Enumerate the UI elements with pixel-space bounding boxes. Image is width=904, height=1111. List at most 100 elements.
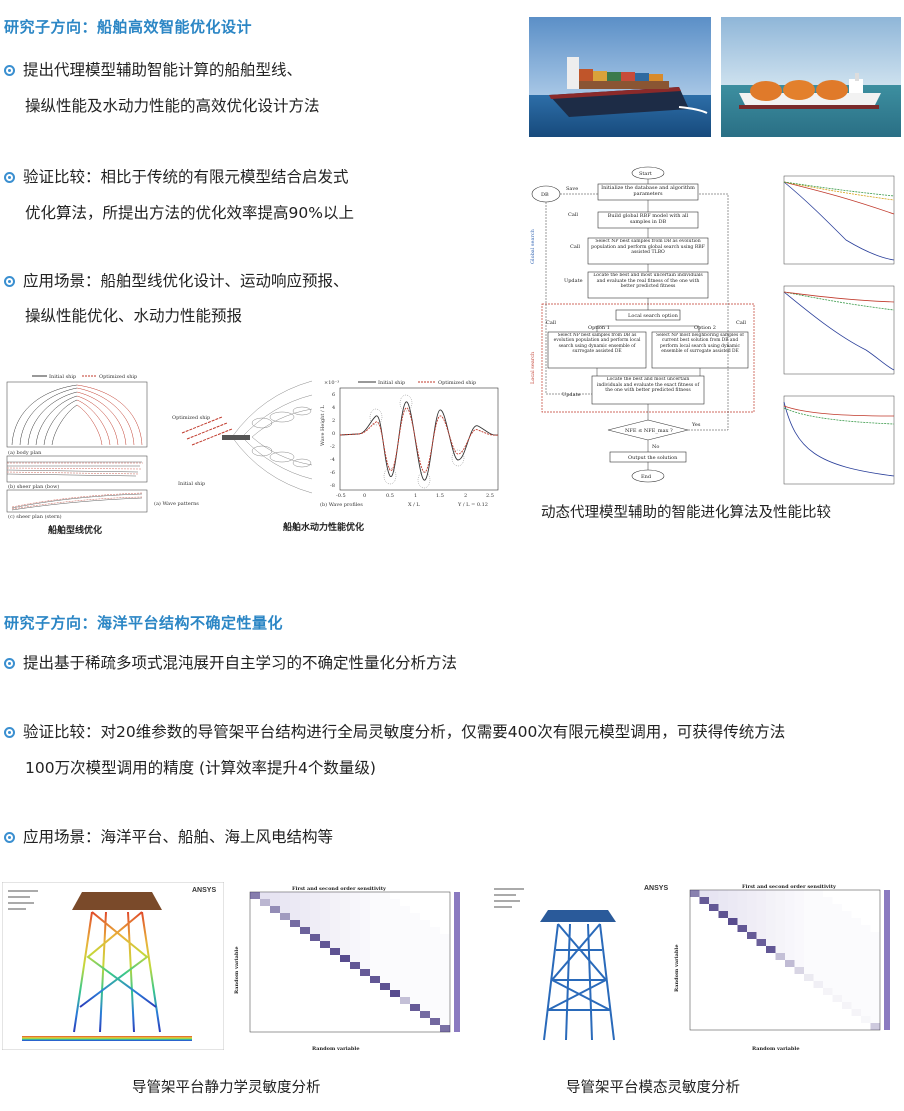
- plot-legend-optimized: Optimized ship: [438, 380, 476, 386]
- matrix-cell-interaction: [360, 955, 370, 962]
- bullet-verify-cont: 优化算法，所提出方法的优化效率提高90%以上: [25, 204, 354, 222]
- matrix-cell-interaction: [870, 974, 880, 981]
- flow-locate2: Locate the best and most uncertain indiv…: [596, 377, 700, 394]
- matrix-cell-interaction: [766, 925, 776, 932]
- matrix-cell-interaction: [430, 1004, 440, 1011]
- matrix-cell-interaction: [300, 906, 310, 913]
- matrix-cell-diagonal: [861, 1016, 871, 1023]
- matrix-cell-interaction: [380, 934, 390, 941]
- matrix-cell-interaction: [410, 927, 420, 934]
- matrix-cell-interaction: [804, 911, 814, 918]
- matrix-cell-interaction: [420, 941, 430, 948]
- matrix-cell-interaction: [832, 960, 842, 967]
- matrix-cell-interaction: [360, 913, 370, 920]
- flow-update-2: Update: [562, 392, 581, 398]
- matrix-cell-interaction: [823, 981, 833, 988]
- matrix-cell-interaction: [747, 904, 757, 911]
- plot-legend-initial: Initial ship: [378, 380, 405, 386]
- matrix-cell-diagonal: [440, 1025, 450, 1032]
- plot-xlabel: X / L: [408, 502, 420, 508]
- matrix-cell-interaction: [300, 892, 310, 899]
- matrix-cell-interaction: [400, 990, 410, 997]
- matrix-cell-diagonal: [728, 918, 738, 925]
- matrix-cell-interaction: [851, 939, 861, 946]
- matrix-cell-diagonal: [350, 962, 360, 969]
- bullet-pce-method: 提出基于稀疏多项式混沌展开自主学习的不确定性量化分析方法: [4, 651, 457, 673]
- matrix-cell-interaction: [320, 906, 330, 913]
- circle-bullet-icon: [4, 658, 15, 669]
- matrix-cell-interaction: [870, 1002, 880, 1009]
- matrix-cell-interaction: [390, 941, 400, 948]
- matrix-cell-interaction: [350, 927, 360, 934]
- matrix-cell-interaction: [430, 941, 440, 948]
- matrix-cell-interaction: [813, 946, 823, 953]
- matrix-cell-interaction: [420, 976, 430, 983]
- bullet-pce-application: 应用场景：海洋平台、船舶、海上风电结构等: [4, 825, 333, 847]
- matrix-cell-interaction: [440, 983, 450, 990]
- matrix-cell-interaction: [370, 927, 380, 934]
- matrix-cell-interaction: [861, 995, 871, 1002]
- matrix-cell-interaction: [718, 897, 728, 904]
- matrix-cell-interaction: [804, 946, 814, 953]
- bullet-pce-verify-cont: 100万次模型调用的精度 (计算效率提升4个数量级): [25, 759, 376, 777]
- matrix-cell-interaction: [842, 918, 852, 925]
- modal-matrix-title: First and second order sensitivity: [742, 884, 837, 890]
- matrix-cell-interaction: [766, 911, 776, 918]
- matrix-cell-interaction: [340, 913, 350, 920]
- matrix-cell-interaction: [870, 995, 880, 1002]
- matrix-cell-interaction: [870, 1016, 880, 1023]
- matrix-cell-interaction: [360, 920, 370, 927]
- matrix-cell-interaction: [870, 953, 880, 960]
- matrix-cell-interaction: [832, 981, 842, 988]
- matrix-cell-interaction: [775, 918, 785, 925]
- matrix-cell-interaction: [400, 976, 410, 983]
- matrix-cell-interaction: [851, 925, 861, 932]
- matrix-cell-interaction: [440, 934, 450, 941]
- matrix-cell-interaction: [794, 939, 804, 946]
- matrix-cell-interaction: [350, 941, 360, 948]
- matrix-cell-interaction: [861, 988, 871, 995]
- matrix-cell-interaction: [842, 932, 852, 939]
- matrix-cell-interaction: [813, 897, 823, 904]
- matrix-cell-interaction: [737, 897, 747, 904]
- matrix-cell-interaction: [440, 997, 450, 1004]
- static-matrix-title: First and second order sensitivity: [292, 886, 387, 892]
- svg-text:-2: -2: [330, 444, 335, 450]
- flow-condition: NFE ≤ NFE_max ?: [625, 428, 673, 434]
- matrix-cell-interaction: [430, 962, 440, 969]
- matrix-cell-interaction: [861, 960, 871, 967]
- flow-locate1: Locate the best and most uncertain indiv…: [593, 273, 703, 290]
- matrix-cell-diagonal: [775, 953, 785, 960]
- matrix-cell-interaction: [813, 974, 823, 981]
- matrix-cell-interaction: [785, 939, 795, 946]
- svg-text:2.5: 2.5: [486, 493, 494, 499]
- matrix-cell-interaction: [861, 953, 871, 960]
- matrix-cell-interaction: [350, 899, 360, 906]
- matrix-cell-interaction: [728, 897, 738, 904]
- matrix-cell-interaction: [756, 911, 766, 918]
- matrix-cell-interaction: [775, 911, 785, 918]
- svg-text:0: 0: [332, 431, 335, 437]
- matrix-cell-interaction: [756, 925, 766, 932]
- matrix-cell-interaction: [400, 934, 410, 941]
- matrix-cell-interaction: [832, 939, 842, 946]
- matrix-cell-interaction: [440, 941, 450, 948]
- flow-update-1: Update: [564, 278, 583, 284]
- flow-local-search: Local search: [530, 351, 536, 384]
- matrix-cell-interaction: [804, 925, 814, 932]
- matrix-cell-interaction: [430, 1011, 440, 1018]
- matrix-cell-diagonal: [813, 981, 823, 988]
- matrix-cell-interaction: [360, 899, 370, 906]
- matrix-cell-interaction: [861, 1009, 871, 1016]
- matrix-cell-interaction: [370, 913, 380, 920]
- matrix-cell-interaction: [861, 974, 871, 981]
- flow-select: Select NP best samples from DB as evolut…: [591, 239, 705, 256]
- matrix-cell-interaction: [330, 934, 340, 941]
- matrix-cell-interaction: [775, 932, 785, 939]
- matrix-cell-interaction: [813, 911, 823, 918]
- matrix-cell-interaction: [370, 955, 380, 962]
- matrix-cell-interaction: [430, 997, 440, 1004]
- matrix-cell-interaction: [766, 918, 776, 925]
- matrix-cell-interaction: [823, 974, 833, 981]
- matrix-cell-interaction: [737, 904, 747, 911]
